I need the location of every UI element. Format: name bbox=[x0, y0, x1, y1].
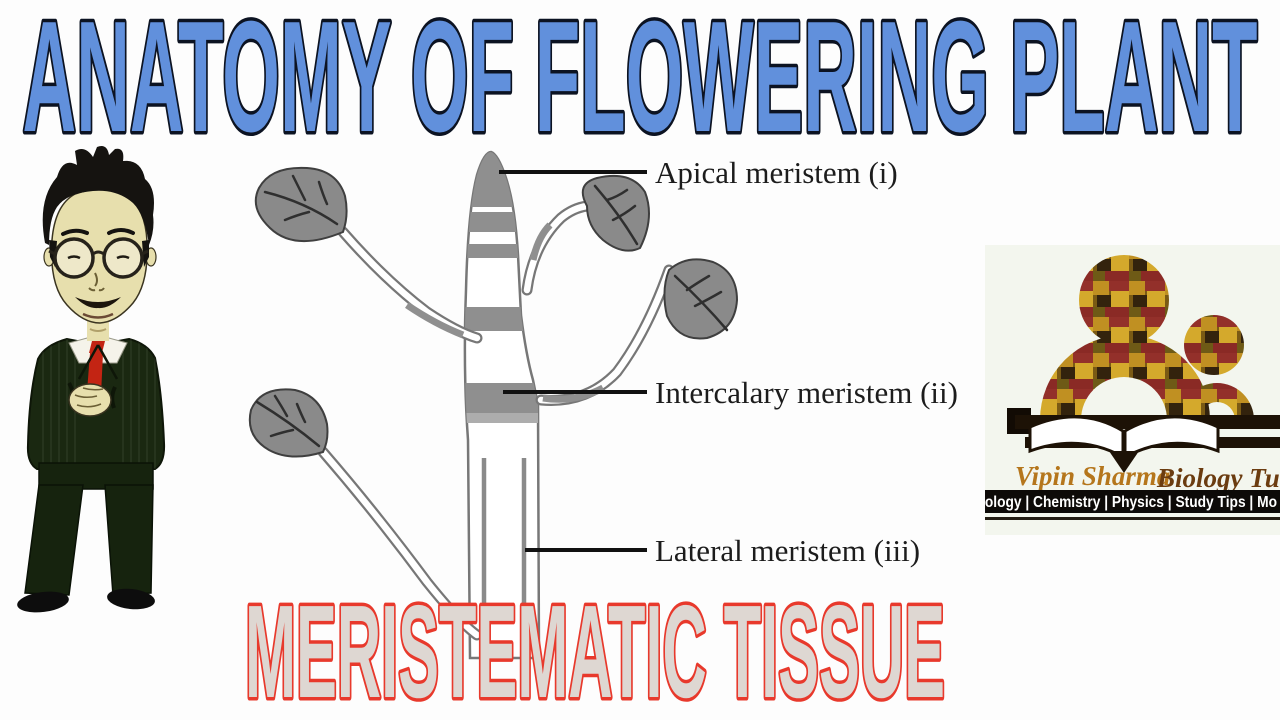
presenter-cartoon bbox=[17, 146, 166, 613]
page-title: ANATOMY OF FLOWERING PLANT bbox=[23, 0, 1258, 152]
lateral-meristem-lines bbox=[481, 458, 527, 652]
nose bbox=[88, 272, 105, 292]
channel-logo: Vipin Sharma Biology Tutor iology | Chem… bbox=[985, 245, 1280, 535]
band-underline bbox=[985, 517, 1280, 520]
lapel-lines bbox=[77, 344, 119, 380]
large-figure-body bbox=[1040, 335, 1210, 420]
plant-diagram: Apical meristem (i) Intercalary meristem… bbox=[248, 150, 958, 660]
leader-lines bbox=[499, 170, 647, 552]
label-intercalary-meristem: Intercalary meristem (ii) bbox=[655, 375, 958, 410]
clasped-hands bbox=[68, 383, 112, 417]
hair bbox=[42, 146, 154, 245]
brand-suffix-script: Biology Tutor bbox=[1156, 463, 1280, 493]
shoes bbox=[17, 588, 155, 613]
brand-name-script: Vipin Sharma bbox=[1015, 461, 1170, 491]
glasses bbox=[48, 237, 149, 279]
leaf-middle-right bbox=[663, 258, 739, 340]
mustache bbox=[75, 297, 121, 309]
apical-meristem-zone bbox=[464, 152, 539, 207]
open-book bbox=[1007, 408, 1280, 473]
label-lateral-meristem: Lateral meristem (iii) bbox=[655, 533, 920, 568]
label-apical-meristem: Apical meristem (i) bbox=[655, 155, 898, 190]
reader-figures bbox=[1040, 255, 1254, 420]
eyebrows bbox=[61, 228, 135, 236]
trousers bbox=[24, 462, 154, 596]
finger-lines bbox=[74, 387, 104, 408]
small-figure-head bbox=[1184, 315, 1244, 375]
mouth bbox=[82, 312, 114, 319]
large-figure-head bbox=[1079, 255, 1169, 345]
leaf-veins bbox=[255, 174, 729, 448]
subjects-band-text: iology | Chemistry | Physics | Study Tip… bbox=[985, 494, 1277, 511]
suit-pinstripes bbox=[42, 339, 156, 469]
book-spine bbox=[1109, 451, 1139, 473]
intercalary-meristem-zone bbox=[464, 383, 539, 413]
subjects-band bbox=[985, 490, 1280, 513]
page-subtitle: MERISTEMATIC TISSUE bbox=[245, 585, 945, 720]
title-banner: ANATOMY OF FLOWERING PLANT bbox=[19, 0, 1261, 152]
subtitle-banner: MERISTEMATIC TISSUE bbox=[242, 585, 949, 720]
small-figure-body bbox=[1180, 383, 1254, 420]
chin-crease bbox=[89, 328, 107, 332]
eyes bbox=[67, 255, 130, 260]
